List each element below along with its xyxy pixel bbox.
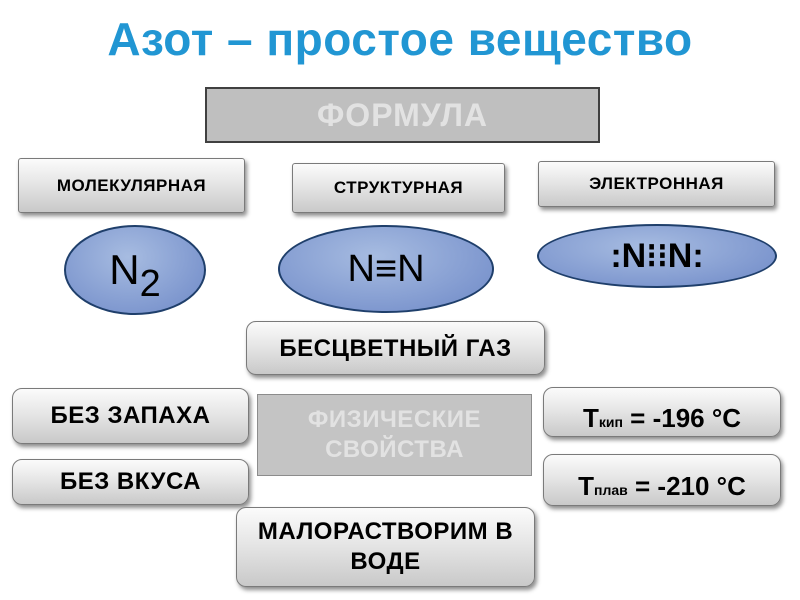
- boiling-point-value: = -196 °С: [630, 402, 742, 433]
- colorless-gas-text: БЕСЦВЕТНЫЙ ГАЗ: [279, 334, 512, 362]
- electronic-formula-text: :N⁝⁝N:: [610, 237, 704, 275]
- structural-formula-oval: N≡N: [278, 225, 494, 313]
- boiling-point-box: Ткип = -196 °С: [543, 387, 781, 437]
- electronic-formula-oval: :N⁝⁝N:: [537, 224, 777, 288]
- melting-point-subscript: плав: [594, 481, 628, 498]
- solubility-text: МАЛОРАСТВОРИМ В ВОДЕ: [257, 518, 514, 575]
- boiling-point-symbol: Т: [582, 402, 599, 433]
- odorless-box: БЕЗ ЗАПАХА: [12, 388, 249, 444]
- formula-heading: ФОРМУЛА: [205, 87, 600, 143]
- structural-formula-text: N≡N: [347, 247, 425, 290]
- tasteless-box: БЕЗ ВКУСА: [12, 459, 249, 505]
- melting-point-box: Тплав = -210 °С: [543, 454, 781, 506]
- slide-title: Азот – простое вещество: [107, 13, 693, 65]
- structural-formula-label: СТРУКТУРНАЯ: [292, 163, 505, 213]
- electronic-formula-label: ЭЛЕКТРОННАЯ: [538, 161, 775, 207]
- melting-point-symbol: Т: [578, 470, 595, 501]
- solubility-box: МАЛОРАСТВОРИМ В ВОДЕ: [236, 507, 535, 587]
- colorless-gas-box: БЕСЦВЕТНЫЙ ГАЗ: [246, 321, 545, 375]
- melting-point-value: = -210 °С: [635, 470, 746, 501]
- physical-properties-heading: ФИЗИЧЕСКИЕ СВОЙСТВА: [257, 394, 532, 476]
- boiling-point-subscript: кип: [598, 413, 623, 430]
- molecular-formula-symbol: N: [109, 246, 140, 293]
- molecular-formula-subscript: 2: [139, 262, 161, 305]
- molecular-formula-label: МОЛЕКУЛЯРНАЯ: [18, 158, 245, 213]
- tasteless-text: БЕЗ ВКУСА: [59, 468, 202, 495]
- odorless-text: БЕЗ ЗАПАХА: [50, 402, 211, 429]
